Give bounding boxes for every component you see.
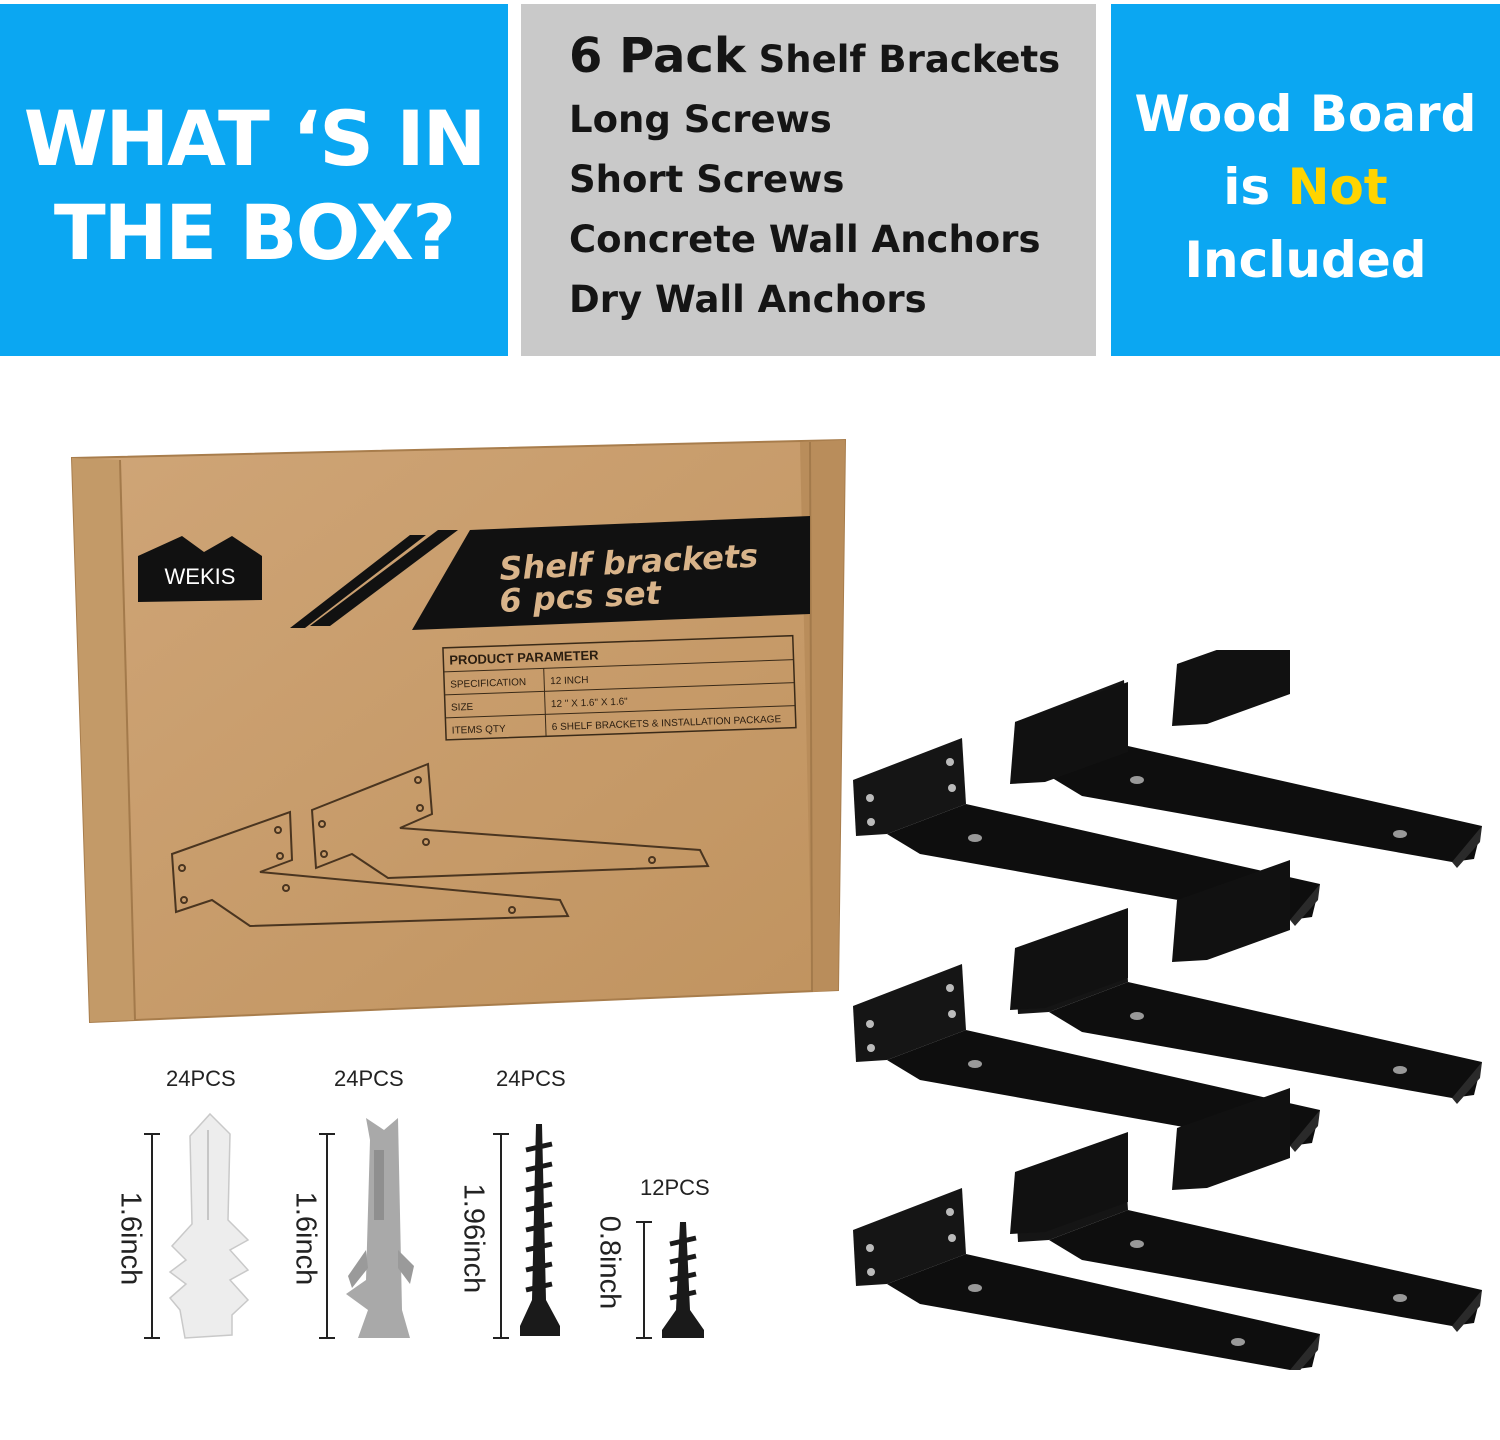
hardware-illustrations [144,1112,704,1339]
box-contents-list: 6 Pack Shelf Brackets Long Screws Short … [569,26,1060,330]
table-title: PRODUCT PARAMETER [449,647,599,667]
cardboard-box: WEKIS Shelf brackets 6 pcs set PRODUCT P… [70,438,847,1024]
box-bracket-drawing [170,762,710,928]
notice-line2-prefix: is [1223,158,1271,216]
concrete-anchor-length: 1.6inch [289,1191,322,1286]
long-screw-icon [520,1124,560,1336]
not-included-notice: Wood Board is Not Included [1111,78,1500,297]
mountain-logo-icon [138,536,262,602]
headline-line2: THE BOX? [53,188,456,277]
contents-item-long-screws: Long Screws [569,98,832,141]
box-banner [412,516,810,630]
header-left-panel: WHAT ‘S IN THE BOX? [0,4,508,356]
headline-line1: WHAT ‘S IN [23,94,487,183]
concrete-anchor-icon [346,1118,414,1338]
brand-name: WEKIS [165,564,236,589]
banner-line2: 6 pcs set [498,573,663,619]
header-notice-panel: Wood Board is Not Included [1111,4,1500,356]
notice-accent: Not [1287,158,1388,216]
drywall-anchor-count: 24PCS [166,1066,236,1091]
header-contents-panel: 6 Pack Shelf Brackets Long Screws Short … [521,4,1096,356]
table-row-value-1: 12 INCH [550,675,589,687]
contents-item-short-screws: Short Screws [569,158,845,201]
short-screw-length: 0.8inch [593,1215,626,1310]
short-screw-count: 12PCS [640,1175,710,1200]
long-screw-count: 24PCS [496,1066,566,1091]
notice-line3: Included [1184,231,1427,289]
drywall-anchor-length: 1.6inch [114,1191,147,1286]
contents-item-brackets: 6 Pack Shelf Brackets [569,26,1060,90]
drywall-anchor-icon [168,1112,250,1339]
contents-item-name: Shelf Brackets [758,38,1061,81]
product-scene: WEKIS Shelf brackets 6 pcs set PRODUCT P… [0,360,1500,1398]
brackets-group [853,650,1482,1370]
table-row-value-2: 12 " X 1.6" X 1.6" [551,696,629,710]
table-row-label-1: SPECIFICATION [450,677,526,691]
short-screw-icon [662,1222,704,1338]
concrete-anchor-count: 24PCS [334,1066,404,1091]
contents-item-drywall-anchors: Dry Wall Anchors [569,278,927,321]
long-screw-length: 1.96inch [457,1183,490,1294]
box-flap-left [72,458,135,1022]
contents-item-concrete-anchors: Concrete Wall Anchors [569,218,1041,261]
table-row-label-2: SIZE [451,702,474,714]
table-row-label-3: ITEMS QTY [452,724,507,737]
notice-line1: Wood Board [1134,85,1477,143]
headline: WHAT ‘S IN THE BOX? [0,92,508,280]
contents-item-count: 6 Pack [569,28,746,84]
notice-line2: is Not [1111,151,1500,224]
